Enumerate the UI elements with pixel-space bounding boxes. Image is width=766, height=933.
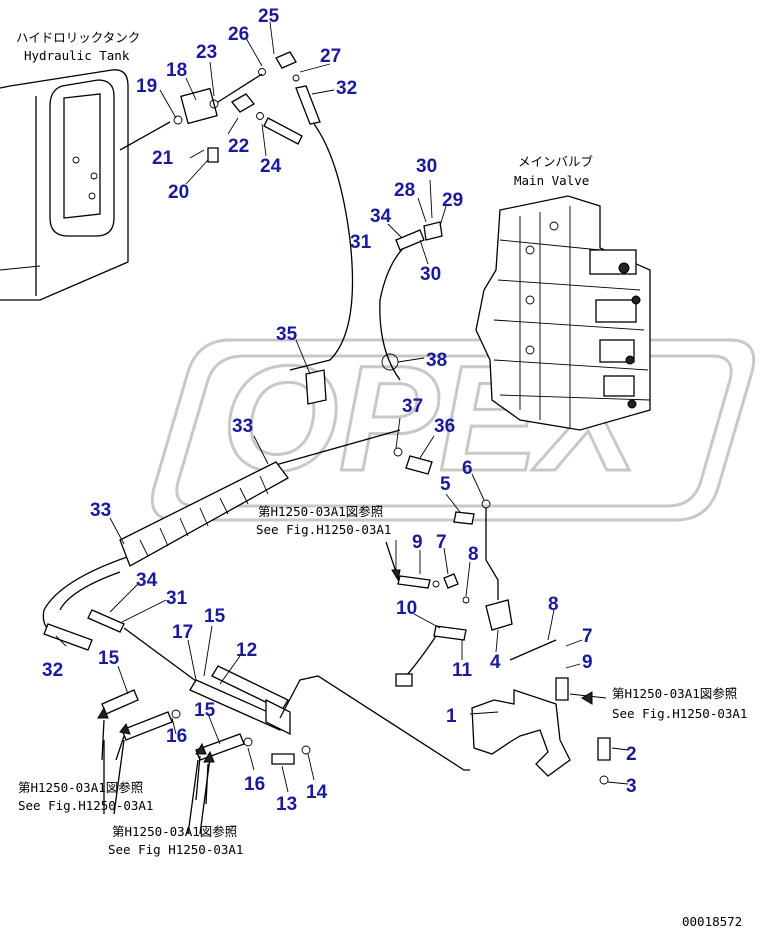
part-label: 28 [394,180,415,201]
mid-fittings [305,221,513,687]
part-label: 18 [166,60,187,81]
valve-caption-jp: メインバルブ [518,154,594,169]
ref-caption-bottom-en: See Fig H1250-03A1 [108,842,243,857]
part-label: 9 [412,532,423,553]
part-label: 13 [276,794,297,815]
lower-bracket [471,639,611,785]
part-label: 15 [204,606,226,627]
part-label: 33 [90,500,111,521]
tank-caption-jp: ハイドロリックタンク [16,30,140,45]
part-label: 2 [626,744,637,765]
figure-number: 00018572 [682,914,742,929]
part-label: 38 [426,350,447,371]
part-label: 29 [442,190,463,211]
part-label: 24 [260,156,282,177]
part-label: 17 [172,622,193,643]
ref-caption-bottom-jp: 第H1250-03A1図参照 [112,824,237,839]
lower-assembly [101,665,470,835]
part-label: 7 [582,626,593,647]
valve-caption-en: Main Valve [514,173,589,188]
part-label: 30 [416,156,437,177]
part-label: 22 [228,136,249,157]
ref-caption-mid-en: See Fig.H1250-03A1 [256,522,391,537]
part-label: 23 [196,42,217,63]
part-label: 37 [402,396,423,417]
part-label: 7 [436,532,447,553]
ref-caption-left-en: See Fig.H1250-03A1 [18,798,153,813]
part-label: 8 [468,544,479,565]
part-label: 26 [228,24,249,45]
ref-caption-right-en: See Fig.H1250-03A1 [612,706,747,721]
part-label: 1 [446,706,457,727]
part-label: 31 [350,232,372,253]
part-label: 30 [420,264,441,285]
main-valve [475,195,651,431]
part-label: 27 [320,46,341,67]
part-label: 12 [236,640,257,661]
part-label: 31 [166,588,188,609]
reference-arrows [97,541,593,805]
part-label: 11 [452,660,473,681]
ref-caption-mid-jp: 第H1250-03A1図参照 [258,504,383,519]
part-label: 20 [168,182,189,203]
part-label: 8 [548,594,559,615]
part-label: 25 [258,6,280,27]
part-labels: 25 26 23 27 18 19 32 22 21 24 20 30 28 2… [42,6,637,815]
part-label: 9 [582,652,593,673]
part-label: 5 [440,474,451,495]
tank-fittings [119,51,321,163]
part-label: 32 [336,78,357,99]
part-label: 6 [462,458,473,479]
part-label: 36 [434,416,455,437]
part-label: 21 [152,148,174,169]
part-label: 32 [42,660,63,681]
part-label: 4 [490,652,501,673]
part-label: 35 [276,324,298,345]
part-label: 16 [244,774,265,795]
hoses [42,123,421,685]
part-label: 33 [232,416,253,437]
leader-lines [55,21,629,793]
part-label: 15 [98,648,120,669]
part-label: 10 [396,598,417,619]
part-label: 15 [194,700,216,721]
ref-caption-right-jp: 第H1250-03A1図参照 [612,686,737,701]
part-label: 34 [370,206,392,227]
part-label: 14 [306,782,328,803]
hydraulic-tank [0,69,129,301]
tank-caption-en: Hydraulic Tank [24,48,130,63]
part-label: 16 [166,726,187,747]
part-label: 34 [136,570,158,591]
part-label: 19 [136,76,157,97]
part-label: 3 [626,776,637,797]
ref-caption-left-jp: 第H1250-03A1図参照 [18,780,143,795]
